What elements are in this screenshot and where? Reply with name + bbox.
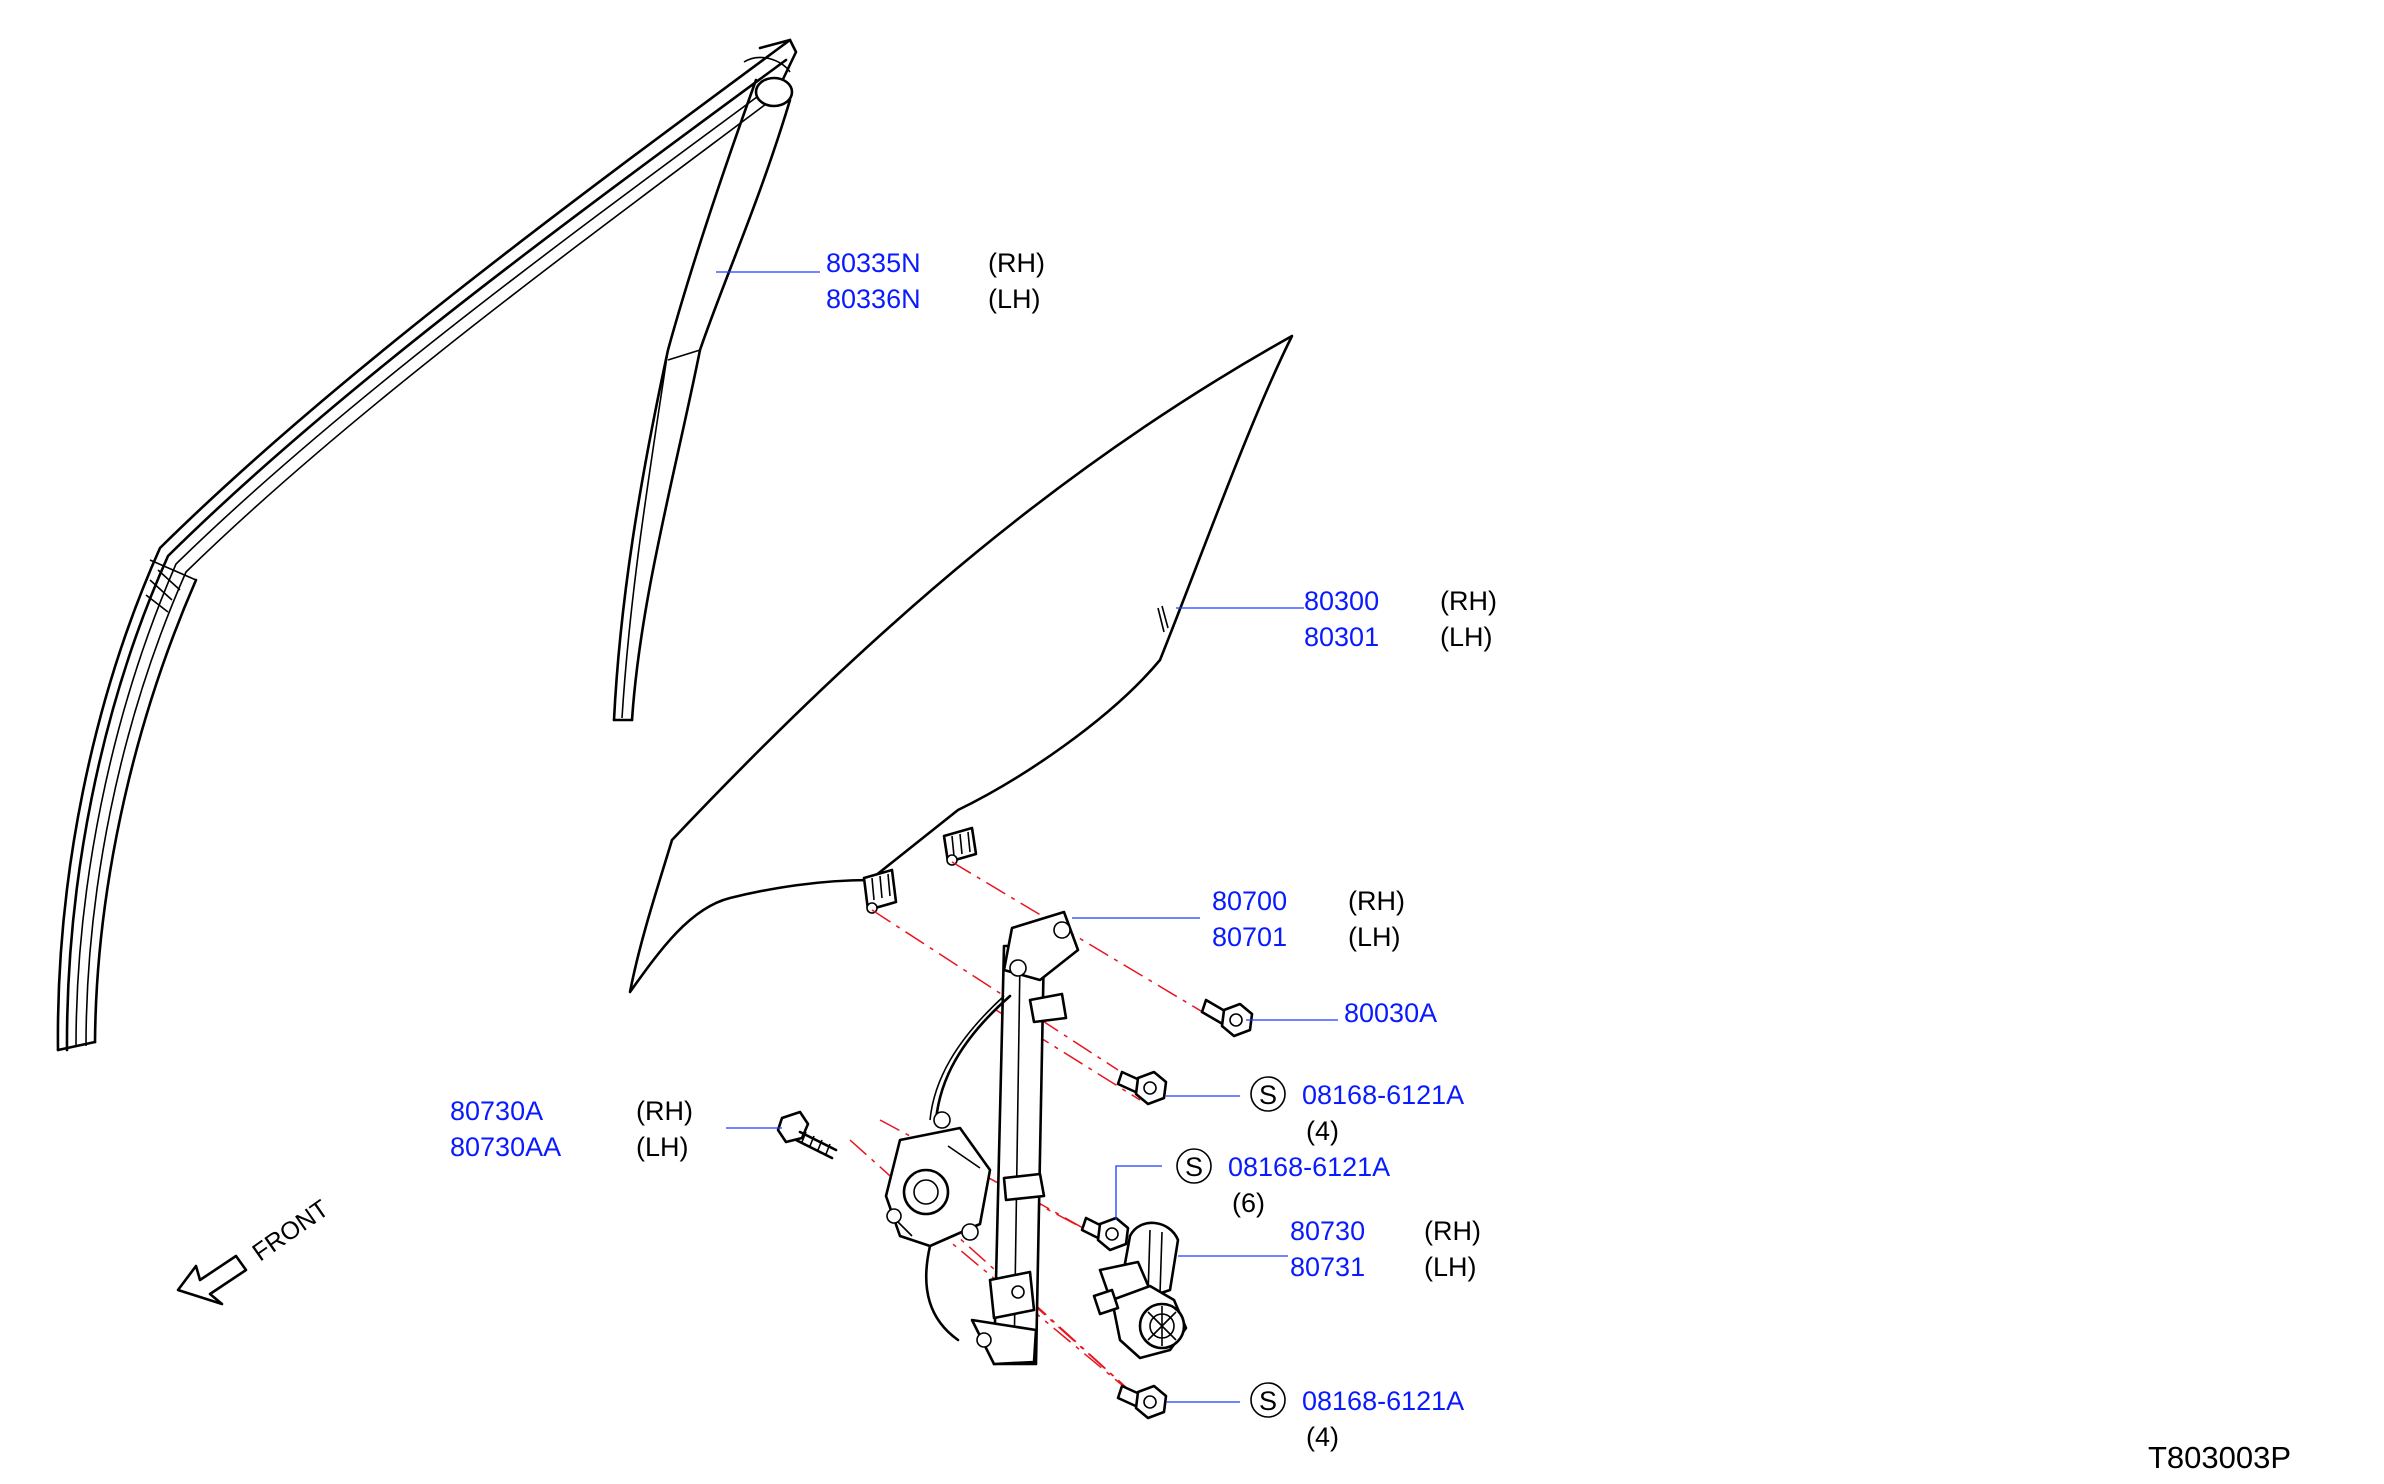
part-number: 80301: [1304, 622, 1379, 652]
side-label: (RH): [636, 1096, 693, 1126]
side-label: (LH): [1348, 922, 1401, 952]
part-number: 80730AA: [450, 1132, 561, 1162]
part-number: 80335N: [826, 248, 921, 278]
part-number: 08168-6121A: [1302, 1080, 1464, 1110]
callout-80700: 80700 (RH): [1212, 886, 1405, 916]
standard-part-letter: S: [1185, 1152, 1203, 1182]
callout-80300: 80300 (RH): [1304, 586, 1497, 616]
screw-80730A: [776, 1110, 838, 1160]
part-number: 80731: [1290, 1252, 1365, 1282]
leader-lines: [716, 271, 1338, 1403]
standard-part-symbol: [1250, 1382, 1286, 1418]
standard-part-symbol: [1250, 1076, 1286, 1112]
callout-80701: 80701 (LH): [1212, 922, 1401, 952]
bolt-08168-6121A: [1116, 1070, 1168, 1106]
regulator-motor: [1092, 1221, 1188, 1360]
part-number: 80300: [1304, 586, 1379, 616]
callout-80730A: 80730A (RH): [450, 1096, 693, 1126]
part-number: 08168-6121A: [1302, 1386, 1464, 1416]
side-label: (LH): [1424, 1252, 1477, 1282]
side-label: (RH): [1440, 586, 1497, 616]
glass-bracket: [862, 868, 898, 914]
callout-80731: 80731 (LH): [1290, 1252, 1477, 1282]
quantity: (6): [1232, 1188, 1265, 1218]
side-label: (LH): [988, 284, 1041, 314]
callout-80301: 80301 (LH): [1304, 622, 1493, 652]
window-regulator: [884, 910, 1080, 1366]
callout-08168-6121A-lower: S 08168-6121A (4): [1250, 1382, 1464, 1452]
door-sash-molding: [56, 38, 798, 1052]
side-label: (LH): [1440, 622, 1493, 652]
standard-part-symbol: [1176, 1148, 1212, 1184]
part-number: 80700: [1212, 886, 1287, 916]
callout-80030A: 80030A: [1344, 998, 1437, 1028]
standard-part-letter: S: [1259, 1386, 1277, 1416]
side-label: (LH): [636, 1132, 689, 1162]
side-label: (RH): [1424, 1216, 1481, 1246]
front-direction-arrow: FRONT: [176, 1195, 334, 1306]
quantity: (4): [1306, 1422, 1339, 1452]
diagram-code: T803003P: [2148, 1440, 2291, 1475]
callout-08168-6121A-upper: S 08168-6121A (4): [1250, 1076, 1464, 1146]
part-number: 80336N: [826, 284, 921, 314]
standard-part-letter: S: [1259, 1080, 1277, 1110]
part-number: 80030A: [1344, 998, 1437, 1028]
glass-bracket: [942, 826, 978, 866]
door-glass: [628, 334, 1294, 994]
bolt-08168-6121A: [1080, 1216, 1130, 1252]
bolt-08168-6121A: [1116, 1384, 1168, 1420]
side-label: (RH): [1348, 886, 1405, 916]
callout-80730AA: 80730AA (LH): [450, 1132, 689, 1162]
part-number: 80730: [1290, 1216, 1365, 1246]
callout-80335N: 80335N (RH): [826, 248, 1045, 278]
quantity: (4): [1306, 1116, 1339, 1146]
part-number: 80730A: [450, 1096, 543, 1126]
callout-80336N: 80336N (LH): [826, 284, 1041, 314]
side-label: (RH): [988, 248, 1045, 278]
callout-08168-6121A-middle: S 08168-6121A (6): [1176, 1148, 1390, 1218]
glass-run-channel: [612, 76, 794, 722]
callout-80730: 80730 (RH): [1290, 1216, 1481, 1246]
front-label: FRONT: [247, 1195, 334, 1267]
part-number: 80701: [1212, 922, 1287, 952]
bolt-80030A: [1200, 998, 1254, 1038]
part-number: 08168-6121A: [1228, 1152, 1390, 1182]
